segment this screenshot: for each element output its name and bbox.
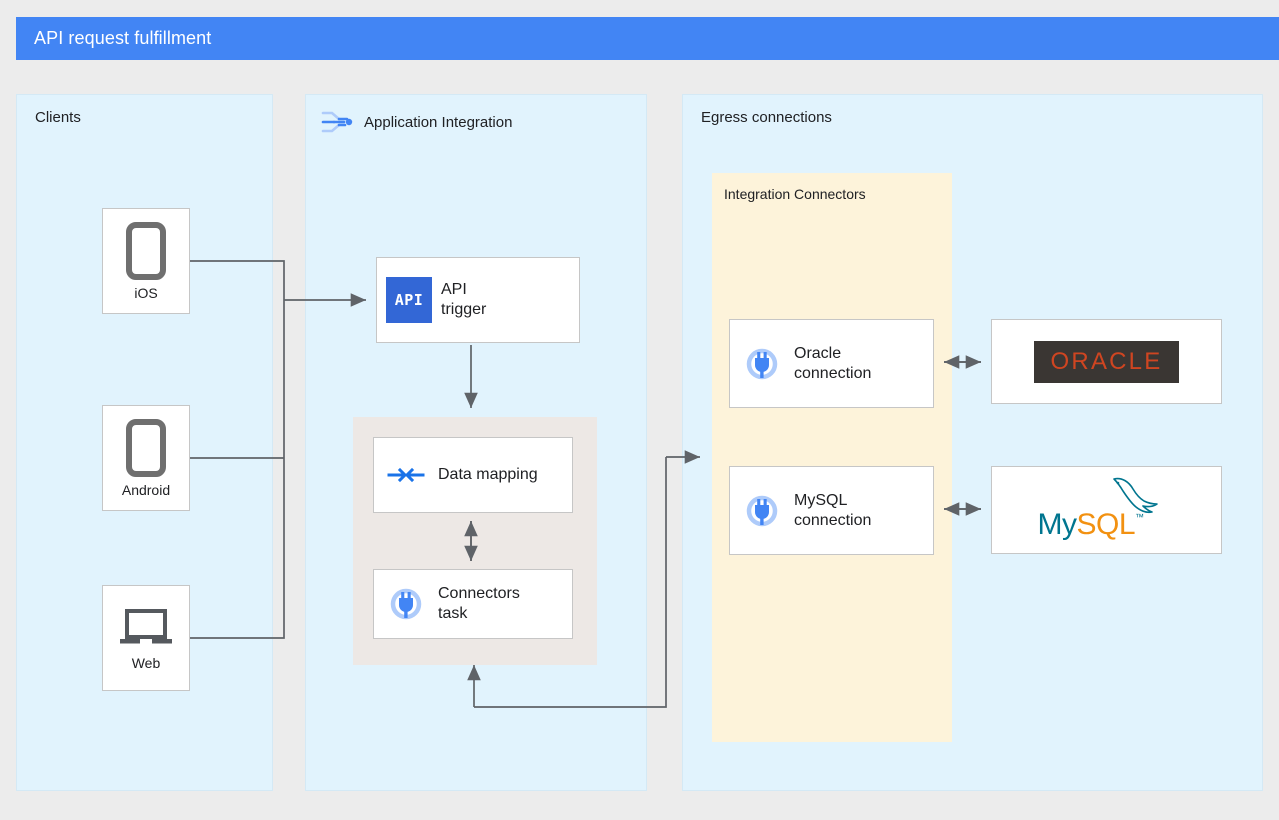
client-card-android[interactable]: Android xyxy=(102,405,190,511)
mysql-wordmark-secondary: SQL xyxy=(1076,508,1136,541)
connection-card-mysql[interactable]: MySQL connection xyxy=(729,466,934,555)
laptop-icon xyxy=(118,606,174,650)
application-integration-icon xyxy=(320,107,354,137)
connector-plug-icon xyxy=(730,492,794,530)
mysql-wordmark-primary: My xyxy=(1037,508,1078,541)
task-label-connectors: Connectors task xyxy=(438,585,520,622)
connection-label-oracle: Oracle connection xyxy=(794,344,872,382)
client-card-ios[interactable]: iOS xyxy=(102,208,190,314)
clients-panel-label: Clients xyxy=(35,109,81,126)
task-label-data-mapping: Data mapping xyxy=(438,466,538,484)
application-integration-panel-label: Application Integration xyxy=(364,113,513,131)
api-badge-icon: API xyxy=(377,277,441,323)
client-card-web[interactable]: Web xyxy=(102,585,190,691)
mysql-wordmark: MySQL™ xyxy=(1037,508,1145,541)
application-integration-header: Application Integration xyxy=(320,107,512,137)
backend-card-oracle[interactable]: ORACLE xyxy=(991,319,1222,404)
mysql-dolphin-icon xyxy=(1102,476,1160,520)
integration-connectors-panel: Integration Connectors xyxy=(712,173,952,742)
mysql-logo: MySQL™ xyxy=(1032,476,1182,542)
task-card-api-trigger[interactable]: API API trigger xyxy=(376,257,580,343)
data-mapping-arrows-icon xyxy=(374,462,438,488)
task-card-data-mapping[interactable]: Data mapping xyxy=(373,437,573,513)
egress-panel-label: Egress connections xyxy=(701,109,832,126)
flow-web-to-bus xyxy=(190,300,285,639)
client-label-android: Android xyxy=(121,482,171,498)
oracle-logo: ORACLE xyxy=(1033,340,1180,383)
connection-card-oracle[interactable]: Oracle connection xyxy=(729,319,934,408)
api-badge-label: API xyxy=(394,291,424,309)
connector-plug-icon xyxy=(730,345,794,383)
oracle-wordmark-text: ORACLE xyxy=(1050,347,1163,375)
flow-ios-to-bus xyxy=(190,260,285,300)
mysql-trademark: ™ xyxy=(1135,512,1144,522)
diagram-header-bar: API request fulfillment xyxy=(16,17,1279,60)
mobile-phone-icon xyxy=(126,419,166,477)
page-title: API request fulfillment xyxy=(34,28,212,48)
connection-label-mysql: MySQL connection xyxy=(794,491,872,529)
task-label-api-trigger: API trigger xyxy=(441,281,487,318)
task-card-connectors[interactable]: Connectors task xyxy=(373,569,573,639)
connector-plug-icon xyxy=(374,585,438,623)
integration-connectors-label: Integration Connectors xyxy=(724,186,866,202)
flow-return-path-segment xyxy=(474,457,667,708)
backend-card-mysql[interactable]: MySQL™ xyxy=(991,466,1222,554)
client-label-ios: iOS xyxy=(134,285,158,301)
client-label-web: Web xyxy=(131,655,161,671)
mobile-phone-icon xyxy=(126,222,166,280)
